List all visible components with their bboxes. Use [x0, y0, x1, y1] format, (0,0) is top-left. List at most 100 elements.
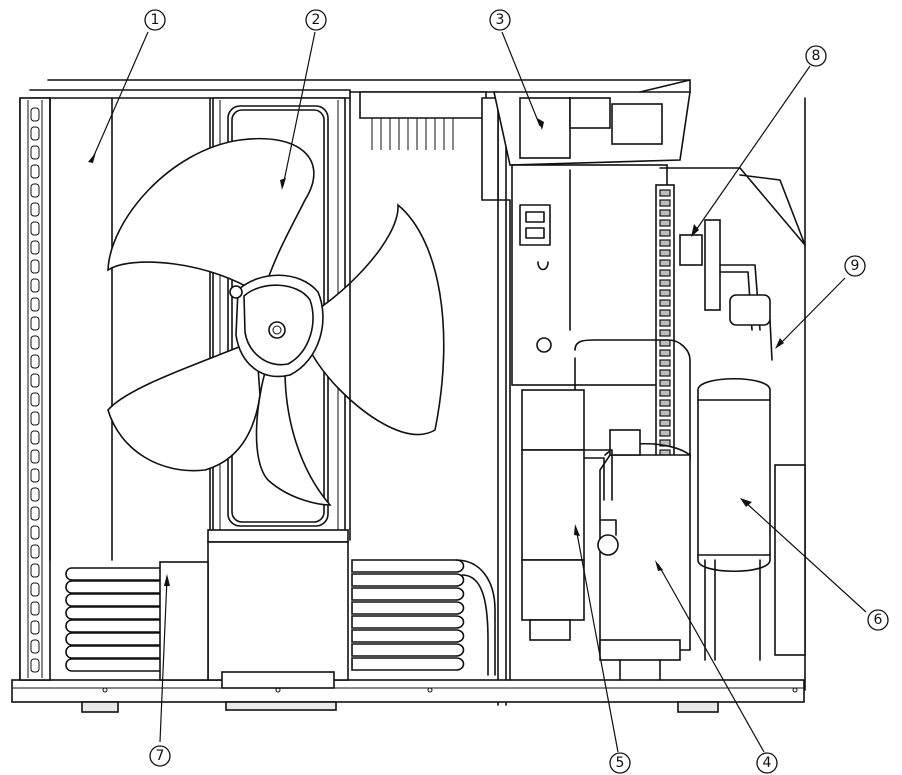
callout-5-label: 5: [616, 755, 625, 771]
coil-loop: [65, 593, 171, 607]
strip-cell: [659, 369, 671, 377]
strip-cell: [659, 259, 671, 267]
grille-slot: [30, 468, 40, 483]
grille-slot: [30, 107, 40, 122]
grille-slot: [30, 297, 40, 312]
strip-cell: [659, 189, 671, 197]
coil-loop: [65, 658, 171, 672]
callout-8-label: 8: [812, 48, 821, 64]
callout-9: 9: [844, 255, 866, 277]
compressor: [597, 429, 691, 681]
grille-slot: [30, 582, 40, 597]
grille-slot: [30, 525, 40, 540]
control-box: [493, 79, 691, 166]
strip-cell: [659, 299, 671, 307]
grille-slot: [30, 183, 40, 198]
coil-loop: [351, 587, 465, 601]
strip-cell: [659, 339, 671, 347]
fan-propeller: [107, 137, 445, 506]
strip-cell: [659, 229, 671, 237]
strip-cell: [659, 389, 671, 397]
strip-cell: [659, 289, 671, 297]
grille-slot: [30, 449, 40, 464]
accumulator: [697, 378, 806, 661]
coil-pipe: [461, 574, 489, 676]
coil-loop: [65, 606, 171, 620]
heatsink-fins: [371, 118, 454, 150]
grille-slot: [30, 563, 40, 578]
callout-8: 8: [805, 45, 827, 67]
callout-4: 4: [756, 752, 778, 774]
coil-loop: [351, 559, 465, 573]
strip-cell: [659, 329, 671, 337]
grille-slot: [30, 487, 40, 502]
callout-6: 6: [867, 609, 889, 631]
grille-slot: [30, 411, 40, 426]
strip-cell: [659, 249, 671, 257]
coil-loop: [65, 567, 171, 581]
callout-9-label: 9: [851, 258, 860, 274]
strip-cell: [659, 399, 671, 407]
coil-loop: [65, 619, 171, 633]
strip-cell: [659, 419, 671, 427]
callout-1: 1: [144, 9, 166, 31]
divider-panel: [349, 91, 511, 681]
strip-cell: [659, 379, 671, 387]
coil-loop: [65, 580, 171, 594]
callout-1-label: 1: [151, 12, 160, 28]
coil-loop: [65, 632, 171, 646]
strip-cell: [659, 309, 671, 317]
grille-slot: [30, 354, 40, 369]
strip-cell: [659, 209, 671, 217]
grille-slot: [30, 240, 40, 255]
callout-7-label: 7: [156, 748, 165, 764]
coil-loop: [351, 573, 465, 587]
refrigerant-piping: [574, 167, 806, 461]
grille-slot: [30, 259, 40, 274]
coil-bundle: [65, 561, 209, 681]
callout-6-label: 6: [874, 612, 883, 628]
strip-cell: [659, 359, 671, 367]
coil-bundle-right: [351, 559, 496, 676]
coil-loop: [65, 645, 171, 659]
strip-cell: [659, 219, 671, 227]
coil-loop: [351, 643, 465, 657]
grille-slot: [30, 164, 40, 179]
callout-3-label: 3: [496, 12, 505, 28]
grille-slot: [30, 658, 40, 673]
grille-slot: [30, 145, 40, 160]
callout-4-label: 4: [763, 755, 772, 771]
grille-slot: [30, 506, 40, 521]
strip-cell: [659, 199, 671, 207]
strip-cell: [659, 409, 671, 417]
strip-cell: [659, 269, 671, 277]
grille-slot: [30, 202, 40, 217]
strip-cell: [659, 349, 671, 357]
callout-3: 3: [489, 9, 511, 31]
grille-slot: [30, 544, 40, 559]
grille-slot: [30, 601, 40, 616]
grille-slot: [30, 373, 40, 388]
grille-slot: [30, 316, 40, 331]
strip-cell: [659, 429, 671, 437]
coil-pipe: [455, 559, 496, 676]
callout-5: 5: [609, 752, 631, 774]
coil-loop: [351, 657, 465, 671]
terminal-strip: [655, 184, 675, 486]
grille-slot: [30, 221, 40, 236]
grille-slot: [30, 278, 40, 293]
coil-loop: [351, 615, 465, 629]
grille-slots: [30, 107, 40, 673]
strip-cell: [659, 239, 671, 247]
strip-cell: [659, 319, 671, 327]
grille-slot: [30, 620, 40, 635]
strip-cell: [659, 279, 671, 287]
coil-loop: [351, 601, 465, 615]
callout-7: 7: [149, 745, 171, 767]
side-grille: [19, 97, 51, 681]
callout-2-label: 2: [312, 12, 321, 28]
grille-slot: [30, 392, 40, 407]
callout-2: 2: [305, 9, 327, 31]
